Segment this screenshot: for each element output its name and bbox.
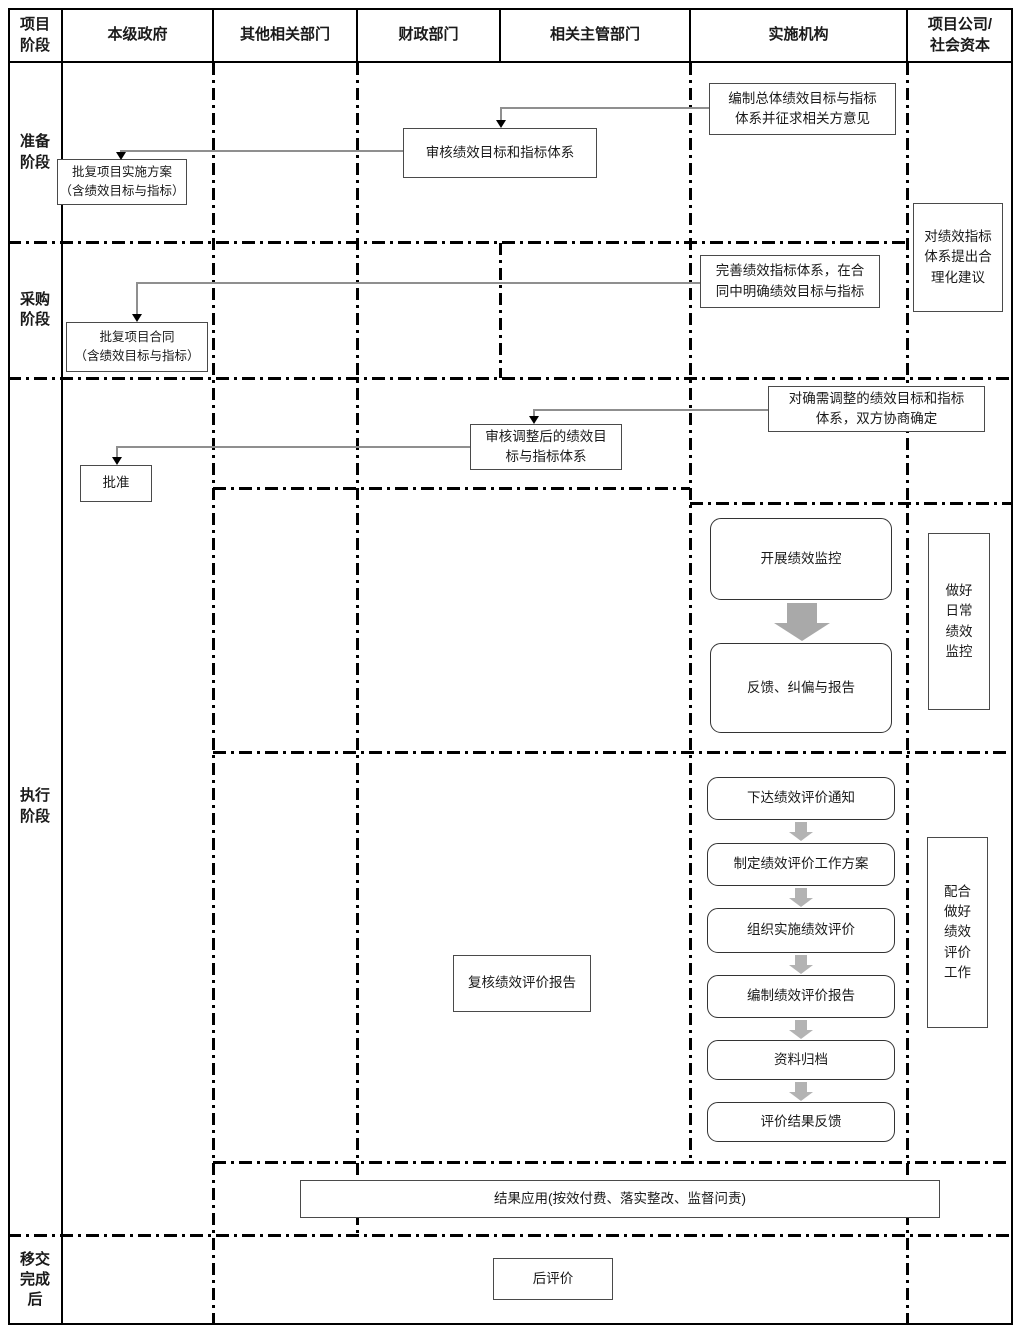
phase-label-execution: 执行 阶段: [19, 787, 50, 825]
grid-line: [213, 751, 1013, 754]
grid-line: [212, 63, 215, 1325]
grid-line: [8, 8, 1013, 10]
column-header-finance-department: 财政部门: [398, 26, 459, 44]
grid-line: [8, 241, 907, 244]
connector-line: [116, 446, 470, 448]
phase-label-after-transfer: 移交 完成 后: [19, 1250, 50, 1309]
connector-line: [500, 107, 709, 109]
node-review-targets: 审核绩效目标和指标体系: [403, 128, 597, 178]
grid-line: [689, 8, 691, 63]
grid-line: [906, 63, 909, 1325]
node-approve-implementation-plan: 批复项目实施方案 （含绩效目标与指标）: [57, 159, 187, 205]
grid-line: [689, 63, 692, 1162]
grid-line: [212, 8, 214, 63]
node-issue-evaluation-notice: 下达绩效评价通知: [707, 777, 895, 820]
column-header-local-government: 本级政府: [107, 26, 168, 44]
node-archive-materials: 资料归档: [707, 1040, 895, 1080]
node-feedback-correction-report: 反馈、纠偏与报告: [710, 643, 892, 733]
node-organize-evaluation: 组织实施绩效评价: [707, 908, 895, 953]
grid-line: [499, 8, 501, 63]
block-arrow-down: [789, 1020, 813, 1039]
grid-line: [213, 487, 690, 490]
connector-line: [136, 282, 700, 284]
grid-line: [8, 1323, 1013, 1325]
block-arrow-down: [789, 822, 813, 841]
block-arrow-down: [789, 1082, 813, 1101]
column-header-competent-departments: 相关主管部门: [549, 26, 640, 44]
node-adjust-targets-negotiate: 对确需调整的绩效目标和指标 体系，双方协商确定: [768, 386, 985, 432]
phase-label-preparation: 准备 阶段: [19, 133, 50, 171]
connector-line: [533, 409, 535, 417]
grid-line: [8, 8, 10, 1325]
node-apply-results: 结果应用(按效付费、落实整改、监督问责): [300, 1180, 940, 1218]
node-review-adjusted-targets: 审核调整后的绩效目 标与指标体系: [470, 424, 622, 470]
grid-line: [499, 243, 502, 378]
grid-line: [1011, 8, 1013, 1325]
node-recheck-evaluation-report: 复核绩效评价报告: [453, 955, 591, 1012]
grid-line: [906, 8, 908, 63]
column-header-other-departments: 其他相关部门: [239, 26, 330, 44]
node-carry-out-monitoring: 开展绩效监控: [710, 518, 892, 600]
arrowhead-down-icon: [496, 120, 506, 128]
node-compile-overall-targets: 编制总体绩效目标与指标 体系并征求相关方意见: [709, 83, 896, 135]
arrowhead-down-icon: [132, 314, 142, 322]
node-approve-contract: 批复项目合同 （含绩效目标与指标）: [66, 322, 208, 372]
node-approve: 批准: [80, 465, 152, 502]
node-improve-indicator-system: 完善绩效指标体系，在合 同中明确绩效目标与指标: [700, 255, 880, 308]
node-post-evaluation: 后评价: [493, 1258, 613, 1300]
node-make-evaluation-work-plan: 制定绩效评价工作方案: [707, 843, 895, 886]
connector-line: [120, 150, 403, 152]
block-arrow-down: [789, 888, 813, 907]
connector-line: [533, 409, 768, 411]
node-compile-evaluation-report: 编制绩效评价报告: [707, 975, 895, 1018]
grid-line: [8, 61, 1013, 63]
column-header-project-company: 项目公司/ 社会资本: [927, 16, 993, 54]
grid-line: [356, 8, 358, 63]
column-header-project-phase: 项目 阶段: [19, 16, 50, 54]
grid-line: [356, 63, 359, 1235]
grid-line: [61, 8, 63, 1325]
grid-line: [8, 377, 1013, 380]
node-suggest-rationalization: 对绩效指标 体系提出合 理化建议: [913, 203, 1003, 312]
connector-line: [500, 107, 502, 121]
arrowhead-down-icon: [529, 416, 539, 424]
connector-line: [136, 282, 138, 315]
phase-label-procurement: 采购 阶段: [19, 290, 50, 328]
grid-line: [690, 502, 1013, 505]
block-arrow-down: [774, 603, 830, 641]
grid-line: [213, 1161, 1013, 1164]
arrowhead-down-icon: [116, 152, 126, 160]
node-cooperate-evaluation: 配合 做好 绩效 评价 工作: [927, 837, 988, 1028]
grid-line: [8, 1234, 1013, 1237]
node-evaluation-result-feedback: 评价结果反馈: [707, 1102, 895, 1142]
connector-line: [120, 150, 122, 153]
arrowhead-down-icon: [112, 457, 122, 465]
connector-line: [116, 446, 118, 458]
block-arrow-down: [789, 955, 813, 974]
node-daily-monitoring: 做好 日常 绩效 监控: [928, 533, 990, 710]
column-header-implementing-agency: 实施机构: [768, 26, 829, 44]
